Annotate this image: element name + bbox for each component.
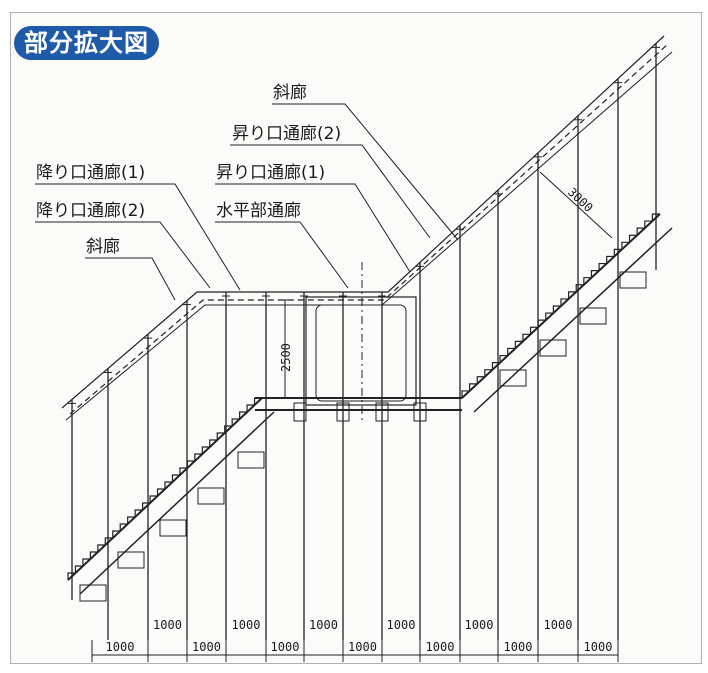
clearance-dimension-3000: 3000: [539, 171, 613, 239]
stair-step: [112, 530, 121, 538]
stair-step: [621, 241, 630, 250]
stair-step: [628, 234, 638, 243]
stair-step: [613, 248, 622, 257]
bay-dimension-label: 1000: [465, 618, 494, 632]
stair-support: [499, 369, 527, 387]
stair-step: [568, 291, 577, 299]
stair-support: [579, 307, 607, 325]
bay-dimension-label: 1000: [309, 618, 338, 632]
stair-step: [246, 404, 255, 412]
label-down-entrance-2: 降り口通廊(2): [36, 201, 145, 221]
stair-step: [231, 418, 240, 426]
stair-step: [104, 537, 113, 545]
dimension-2500-label: 2500: [279, 343, 293, 372]
stair-step: [224, 425, 233, 433]
label-up-entrance-2: 昇り口通廊(2): [232, 124, 341, 144]
bay-dimension-label: 1000: [153, 618, 182, 632]
stair-step: [164, 481, 173, 489]
stair-step: [545, 312, 554, 321]
bay-dimension-label: 1000: [584, 640, 613, 654]
stair-step: [179, 467, 188, 475]
stair-step: [119, 523, 128, 531]
stair-step: [216, 432, 225, 440]
bay-dimension-label: 1000: [232, 618, 261, 632]
stair-step: [149, 495, 158, 503]
stair-step: [74, 565, 83, 573]
stair-step: [575, 284, 584, 292]
bay-dimension-line: 1000 1000 1000 1000 1000 1000 1000 1000 1000 1000…: [91, 618, 619, 662]
stair-step: [67, 572, 76, 580]
bay-dimension-label: 1000: [387, 618, 416, 632]
stair-support: [539, 339, 567, 357]
stair-step: [209, 439, 218, 447]
stair-structure: [67, 213, 673, 602]
beam-bracket: [293, 402, 307, 422]
stair-step: [522, 333, 531, 342]
stair-step: [499, 354, 508, 363]
label-horizontal-passage: 水平部通廊: [216, 201, 301, 221]
bay-dimension-label: 1000: [426, 640, 455, 654]
stair-step: [201, 446, 210, 454]
drawing-frame: [10, 12, 702, 664]
stair-step: [552, 305, 561, 314]
stair-stringer: [79, 411, 275, 595]
leader-lines: [35, 103, 459, 301]
horizontal-passage-box: [255, 262, 462, 420]
passage-roof: [61, 35, 673, 421]
stair-step: [529, 326, 539, 335]
bay-dimension-label: 1000: [504, 640, 533, 654]
annotation-labels: 斜廊 昇り口通廊(2) 昇り口通廊(1) 降り口通廊(1) 降り口通廊(2) 水…: [36, 83, 341, 257]
bay-dimension-label: 1000: [106, 640, 135, 654]
stair-support: [79, 584, 107, 602]
label-slope-top: 斜廊: [273, 83, 307, 103]
label-down-entrance-1: 降り口通廊(1): [36, 163, 145, 183]
stair-support: [237, 451, 265, 469]
bay-dimension-label: 1000: [348, 640, 377, 654]
vertical-posts: [68, 43, 660, 640]
stair-step: [644, 220, 653, 229]
stair-step: [127, 516, 136, 524]
stair-support: [117, 551, 145, 569]
stair-step: [156, 488, 165, 496]
stair-step: [194, 453, 203, 461]
stair-step: [89, 551, 98, 559]
dimension-3000-label: 3000: [565, 185, 596, 215]
stair-support: [619, 271, 647, 289]
stair-step: [134, 509, 143, 517]
stair-step: [583, 277, 592, 285]
label-up-entrance-1: 昇り口通廊(1): [216, 163, 325, 183]
stair-support: [197, 487, 225, 505]
stair-step: [606, 255, 615, 264]
stair-step: [469, 383, 478, 391]
stair-step: [590, 270, 600, 278]
bay-dimension-label: 1000: [271, 640, 300, 654]
stair-step: [461, 390, 470, 398]
stair-step: [560, 298, 569, 306]
stair-step: [514, 340, 523, 349]
stair-step: [97, 544, 106, 552]
stair-step: [484, 369, 493, 377]
bay-dimension-label: 1000: [192, 640, 221, 654]
stair-step: [507, 347, 516, 356]
stair-support: [159, 519, 187, 537]
stair-step: [598, 262, 607, 271]
bay-dimension-label: 1000: [544, 618, 573, 632]
stair-step: [651, 213, 660, 222]
stair-step: [476, 376, 485, 384]
stair-step: [82, 558, 91, 566]
stair-step: [171, 474, 180, 482]
clearance-dimension-2500: 2500: [279, 299, 293, 399]
label-slope-left: 斜廊: [86, 237, 120, 257]
stair-step: [636, 227, 645, 236]
stair-stringer: [473, 227, 673, 413]
title-badge: 部分拡大図: [14, 26, 159, 60]
stair-step: [239, 411, 248, 419]
